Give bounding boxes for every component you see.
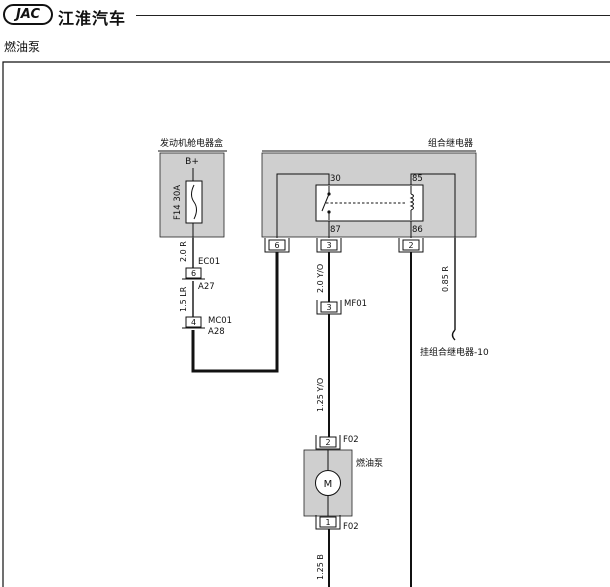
supply-label: B+: [185, 157, 199, 167]
wire-mc01-to-relay-6: [191, 252, 279, 373]
relay-connector-6-number: 6: [274, 241, 279, 250]
page-title: 燃油泵: [4, 40, 41, 54]
pump-top-name: F02: [343, 435, 359, 445]
brand-name: 江淮汽车: [58, 9, 127, 28]
pump-label: 燃油泵: [356, 457, 383, 469]
relay-box-title: 组合继电器: [428, 137, 473, 149]
wire-label-w1: 2.0 R: [179, 241, 188, 262]
ground-label: 挂组合继电器-10: [420, 346, 489, 358]
mc01-pin-number: 4: [191, 318, 196, 327]
wire-label-w6: 0.85 R: [441, 266, 450, 292]
mc01-sub: A28: [208, 327, 225, 337]
mf01-pin-number: 3: [326, 303, 331, 312]
relay-internal-85-wire: [410, 173, 456, 238]
ec01-name: EC01: [198, 257, 220, 267]
fuse-element: [191, 184, 197, 220]
mc01-name: MC01: [208, 316, 232, 326]
diagram-frame: [2, 61, 610, 587]
pump-top-pin-number: 2: [325, 438, 330, 447]
relay-pin-86: 86: [412, 225, 423, 235]
relay-connector-6-bracket: [264, 238, 290, 253]
relay-connector-2-number: 2: [408, 241, 413, 250]
mf01-name: MF01: [344, 299, 367, 309]
ec01-sub: A27: [198, 282, 215, 292]
page-header: JAC 江淮汽车: [0, 0, 610, 34]
pump-motor-icon: [315, 470, 341, 496]
wire-label-w4: 1.25 Y/O: [316, 378, 325, 412]
pump-connector-top: [319, 436, 337, 448]
relay-connector-3-number: 3: [326, 241, 331, 250]
relay-internal-30-wire: [276, 173, 330, 238]
relay-coil: [409, 193, 414, 211]
connector-mf01-pin: [320, 301, 338, 313]
pump-bottom-pin-number: 1: [325, 518, 330, 527]
pump-connector-bottom: [319, 516, 337, 528]
header-rule: [136, 15, 610, 16]
connector-ec01-pin: [185, 267, 202, 279]
relay-pin-30: 30: [330, 174, 341, 184]
jac-logo: JAC: [3, 4, 53, 25]
switch-blade: [321, 193, 330, 212]
pump-bottom-name: F02: [343, 522, 359, 532]
wire-break-icon: [451, 329, 456, 341]
pump-motor-letter: M: [324, 479, 333, 490]
relay-pin-87: 87: [330, 225, 341, 235]
relay-pin-85: 85: [412, 174, 423, 184]
relay-body: [315, 184, 424, 222]
engine-box-title: 发动机舱电器盒: [160, 137, 223, 149]
fuse-label: F14 30A: [173, 185, 183, 220]
wire-label-w3: 2.0 Y/O: [316, 264, 325, 293]
relay-connector-6: [268, 239, 286, 251]
relay-connector-3: [320, 239, 338, 251]
wire-label-w5: 1.25 B: [316, 554, 325, 580]
relay-connector-2: [402, 239, 420, 251]
pump-connector-top-bracket: [315, 435, 341, 450]
ec01-pin-number: 6: [191, 269, 196, 278]
wire-label-w2: 1.5 LR: [179, 286, 188, 312]
connector-mc01-pin: [185, 316, 202, 328]
